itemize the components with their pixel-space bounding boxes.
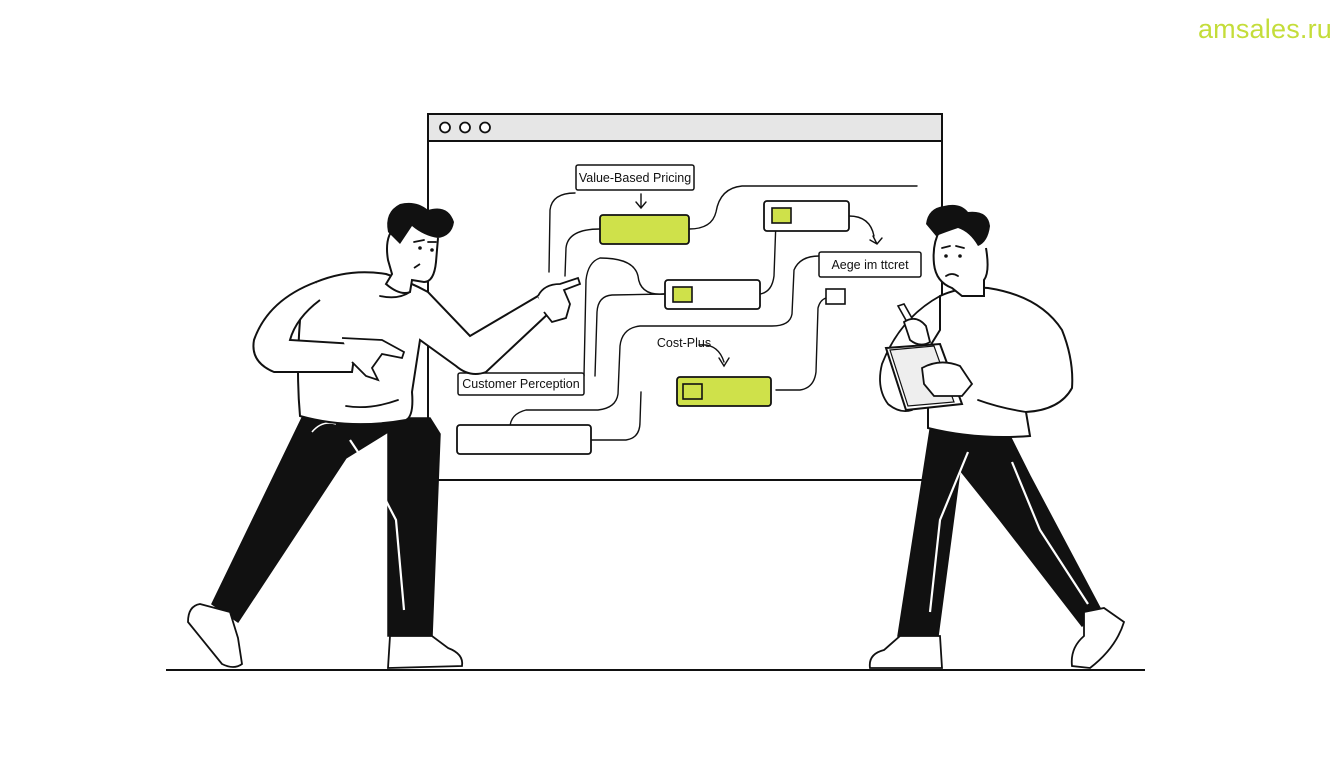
empty-input-block[interactable] xyxy=(456,424,592,455)
label-cost-plus: Cost-Plus xyxy=(657,336,711,350)
window-dot-icon[interactable] xyxy=(439,121,451,134)
middle-block[interactable] xyxy=(664,279,761,310)
right-person xyxy=(868,204,1126,669)
window-dot-icon[interactable] xyxy=(479,121,491,134)
value-based-label: Value-Based Pricing xyxy=(575,164,695,191)
right-box-label: Aege im ttcret xyxy=(818,251,922,278)
customer-perception-label: Customer Perception xyxy=(457,372,585,396)
label-customer-perception: Customer Perception xyxy=(462,377,579,391)
small-square-block[interactable] xyxy=(825,288,846,305)
window-dot-icon[interactable] xyxy=(459,121,471,134)
label-right-box: Aege im ttcret xyxy=(831,258,909,272)
flow-connectors xyxy=(509,185,918,441)
top-right-block[interactable] xyxy=(763,200,850,232)
label-value-based: Value-Based Pricing xyxy=(579,171,691,185)
value-based-bar[interactable] xyxy=(599,214,690,245)
browser-titlebar xyxy=(427,113,943,142)
left-person xyxy=(187,202,582,669)
cost-plus-bar[interactable] xyxy=(676,376,772,407)
watermark-text: amsales.ru xyxy=(1197,14,1332,44)
